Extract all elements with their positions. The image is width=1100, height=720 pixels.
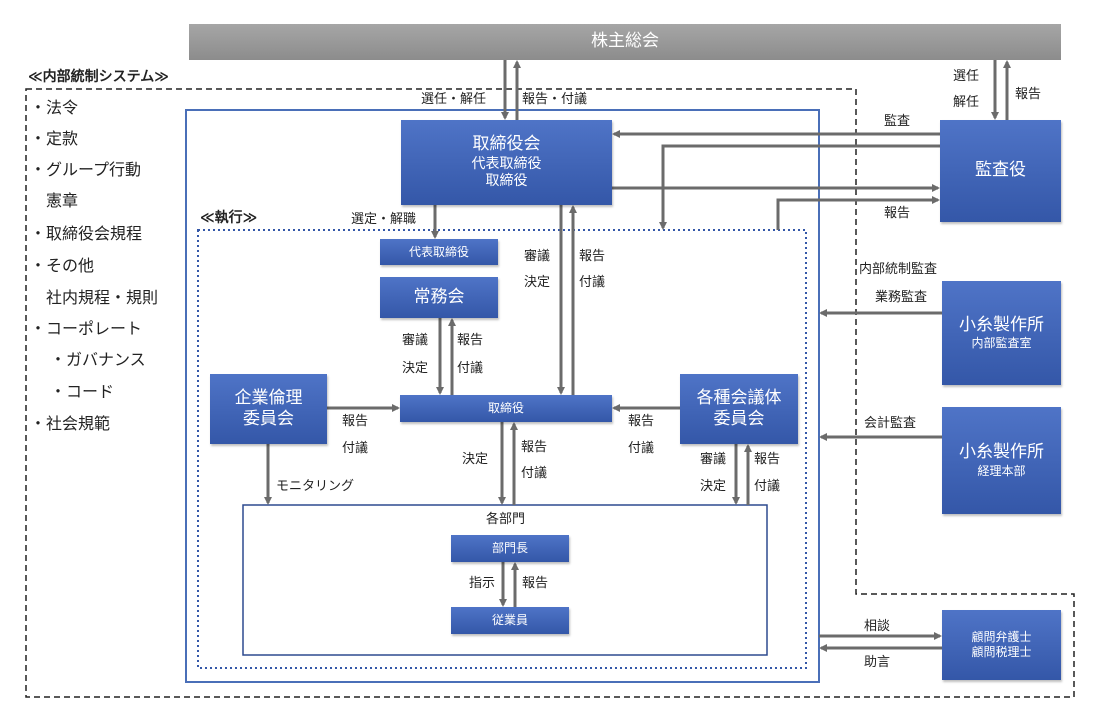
label-report-submit: 報告・付議 <box>522 92 588 107</box>
label-report-shareholders: 報告 <box>1015 87 1042 102</box>
policy-group-conduct: ・グループ行動 <box>30 160 142 179</box>
accounting-line1: 小糸製作所 <box>959 442 1044 463</box>
label-submit-ethics: 付議 <box>342 441 369 456</box>
accounting-line2: 経理本部 <box>977 463 1026 478</box>
meeting-bodies-committee: 各種会議体 委員会 <box>680 374 798 444</box>
policy-charter: 憲章 <box>46 191 79 210</box>
policy-other: ・その他 <box>30 256 95 275</box>
label-submit-meetings-dept: 付議 <box>754 479 781 494</box>
departments-label: 各部門 <box>486 512 526 527</box>
employees-box: 従業員 <box>451 607 569 634</box>
label-submit-meetings: 付議 <box>628 441 655 456</box>
board-title: 取締役会 <box>472 134 541 155</box>
label-accounting-audit: 会計監査 <box>864 416 917 431</box>
label-decide-board: 決定 <box>524 275 551 290</box>
policy-articles: ・定款 <box>30 129 79 148</box>
label-report-directors: 報告 <box>521 440 548 455</box>
label-advice: 助言 <box>864 655 891 670</box>
dept-head-label: 部門長 <box>491 541 528 555</box>
board-line2: 取締役 <box>485 173 528 190</box>
label-select-dismiss: 選定・解職 <box>351 212 417 227</box>
label-report-ethics: 報告 <box>342 414 369 429</box>
policy-governance: ・ガバナンス <box>50 350 146 369</box>
internal-audit-line2: 内部監査室 <box>971 336 1032 351</box>
internal-control-title: ≪内部統制システム≫ <box>28 69 169 85</box>
policy-board-rules: ・取締役会規程 <box>30 224 143 243</box>
auditor: 監査役 <box>940 120 1061 222</box>
label-elect-dismiss: 選任・解任 <box>421 92 487 107</box>
ceo-box: 代表取締役 <box>380 239 498 265</box>
board-of-directors: 取締役会 代表取締役 取締役 <box>401 120 612 205</box>
policy-internal-rules: 社内規程・規則 <box>46 288 159 307</box>
label-operational-audit: 業務監査 <box>875 290 928 305</box>
board-line1: 代表取締役 <box>471 155 542 172</box>
policy-law: ・法令 <box>30 98 79 117</box>
label-report-exec: 報告 <box>457 333 484 348</box>
label-instruct: 指示 <box>469 576 496 591</box>
label-decide-meetings: 決定 <box>700 479 727 494</box>
label-elect: 選任 <box>953 69 980 84</box>
meeting-bodies-line1: 各種会議体 <box>696 387 782 408</box>
auditor-label: 監査役 <box>975 160 1026 181</box>
label-monitoring: モニタリング <box>276 479 355 494</box>
ethics-committee: 企業倫理 委員会 <box>210 374 327 444</box>
label-submit-board: 付議 <box>579 275 606 290</box>
label-decide-exec: 決定 <box>402 361 429 376</box>
label-consult: 相談 <box>864 619 891 634</box>
employees-label: 従業員 <box>491 613 528 627</box>
meeting-bodies-line2: 委員会 <box>713 409 765 429</box>
label-report-meetings: 報告 <box>628 414 655 429</box>
label-report-board: 報告 <box>579 249 606 264</box>
shareholders-meeting: 株主総会 <box>189 24 1061 60</box>
executive-committee: 常務会 <box>380 277 498 318</box>
label-decide-directors: 決定 <box>462 452 489 467</box>
label-report-employees: 報告 <box>522 576 549 591</box>
advisors-box: 顧問弁護士 顧問税理士 <box>942 610 1061 680</box>
policy-social-norms: ・社会規範 <box>30 414 111 433</box>
ethics-line2: 委員会 <box>243 409 294 429</box>
execution-title: ≪執行≫ <box>200 210 258 226</box>
internal-audit-dept: 小糸製作所 内部監査室 <box>942 281 1061 385</box>
label-deliberate-exec: 審議 <box>402 333 429 348</box>
label-submit-directors: 付議 <box>521 466 548 481</box>
ceo-label: 代表取締役 <box>408 244 469 259</box>
dept-head-box: 部門長 <box>451 535 569 562</box>
executive-committee-label: 常務会 <box>413 286 465 307</box>
label-report-auditor: 報告 <box>884 206 911 221</box>
label-dismiss: 解任 <box>953 95 980 110</box>
label-report-meetings-dept: 報告 <box>754 452 781 467</box>
directors-label: 取締役 <box>487 401 524 415</box>
advisors-line2: 顧問税理士 <box>971 645 1032 659</box>
label-internal-control-audit: 内部統制監査 <box>859 262 938 277</box>
label-deliberate-meetings: 審議 <box>700 452 727 467</box>
label-deliberate-board: 審議 <box>524 249 551 264</box>
advisors-line1: 顧問弁護士 <box>971 630 1032 644</box>
label-audit: 監査 <box>884 114 911 129</box>
policy-corporate: ・コーポレート <box>30 319 143 338</box>
ethics-line1: 企業倫理 <box>234 387 303 408</box>
internal-audit-line1: 小糸製作所 <box>959 314 1044 335</box>
accounting-dept: 小糸製作所 経理本部 <box>942 407 1061 514</box>
policy-code: ・コード <box>50 382 115 401</box>
label-submit-exec: 付議 <box>457 361 484 376</box>
directors-box: 取締役 <box>400 395 612 422</box>
shareholders-label: 株主総会 <box>591 31 659 52</box>
